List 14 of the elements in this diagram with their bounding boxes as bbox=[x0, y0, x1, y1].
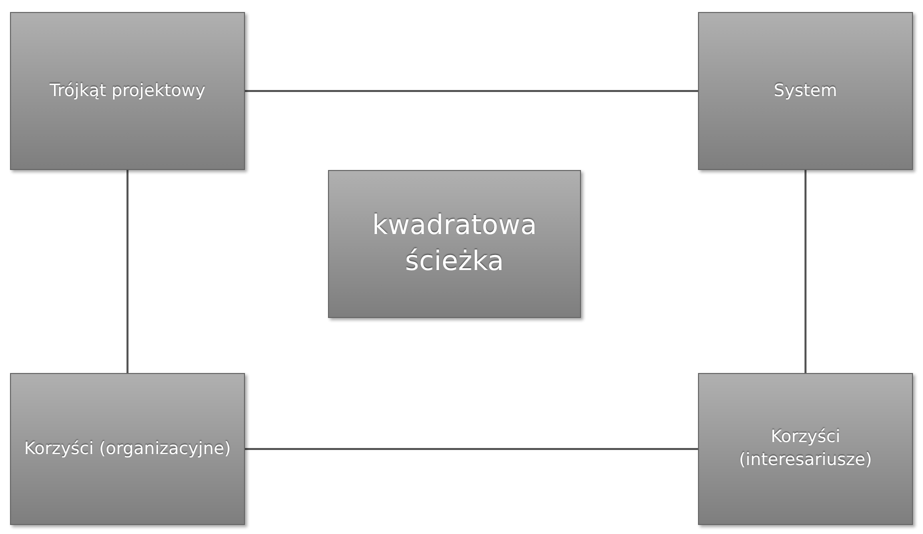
box-label: System bbox=[772, 80, 838, 103]
box-label: Trójkąt projektowy bbox=[48, 80, 206, 103]
corner-box bbox=[698, 12, 913, 170]
box-label: Korzyści (organizacyjne) bbox=[23, 438, 232, 461]
connector-line bbox=[245, 448, 698, 450]
corner-box bbox=[10, 373, 245, 525]
connector-line bbox=[126, 170, 128, 373]
corner-box bbox=[10, 12, 245, 170]
connector-line bbox=[245, 90, 698, 92]
box-label: kwadratowa ścieżka bbox=[371, 208, 538, 279]
corner-box bbox=[698, 373, 913, 525]
center-box bbox=[328, 170, 581, 318]
connector-line bbox=[804, 170, 806, 373]
box-label: Korzyści (interesariusze) bbox=[738, 426, 873, 472]
